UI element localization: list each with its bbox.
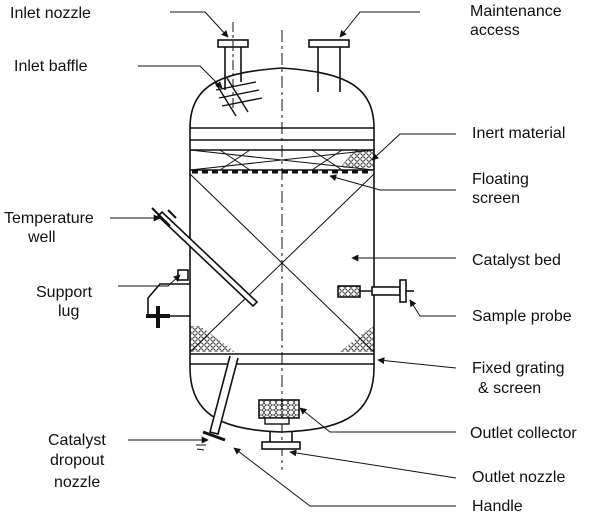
vessel-shell <box>189 67 375 433</box>
label-catalyst-bed: Catalyst bed <box>472 252 561 269</box>
maintenance-access-nozzle <box>308 39 350 92</box>
label-floating-screen-line2: screen <box>472 190 521 207</box>
label-support-lug-line2: lug <box>58 303 80 320</box>
sample-probe <box>337 279 414 303</box>
label-catalyst-dropout-line1: Catalyst <box>48 432 106 449</box>
label-catalyst-dropout-line2: dropout <box>50 452 105 469</box>
temperature-well <box>151 207 259 308</box>
label-support-lug-line1: Support <box>36 284 93 301</box>
label-sample-probe: Sample probe <box>472 308 572 325</box>
label-temperature-well-line2: well <box>28 229 56 246</box>
label-inert-material: Inert material <box>472 125 566 142</box>
label-floating-screen-line1: Floating <box>472 171 529 188</box>
outlet-nozzle-shape <box>261 432 301 450</box>
label-maintenance-access-line1: Maintenance <box>470 3 562 20</box>
label-inlet-baffle: Inlet baffle <box>14 58 88 75</box>
inlet-baffle <box>214 77 263 117</box>
label-fixed-grating-line1: Fixed grating <box>472 360 565 377</box>
label-fixed-grating-line2: & screen <box>478 380 542 397</box>
label-outlet-nozzle: Outlet nozzle <box>472 469 566 486</box>
label-outlet-collector: Outlet collector <box>470 425 577 442</box>
label-catalyst-dropout-line3: nozzle <box>54 474 101 491</box>
support-lug <box>146 269 190 328</box>
label-temperature-well-line1: Temperature <box>4 210 94 227</box>
label-inlet-nozzle: Inlet nozzle <box>10 5 91 22</box>
label-handle: Handle <box>472 498 523 515</box>
catalyst-dropout-nozzle <box>202 355 239 442</box>
label-maintenance-access-line2: access <box>470 22 520 39</box>
outlet-collector-shape <box>258 399 300 425</box>
